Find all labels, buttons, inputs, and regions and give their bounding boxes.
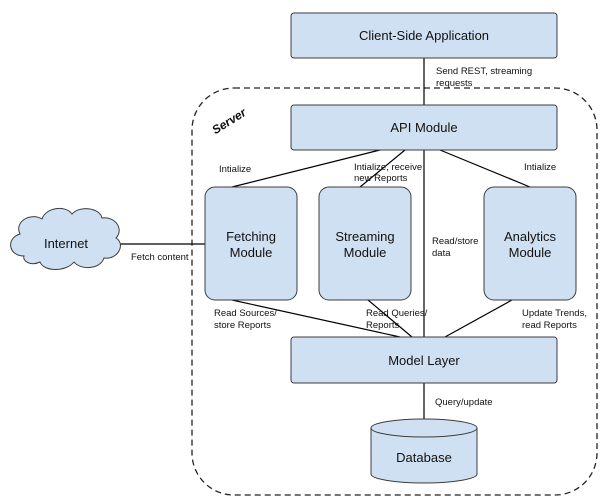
- streaming-module-box: [318, 186, 412, 301]
- analytics-module-label-2: Module: [509, 245, 552, 260]
- edge-streaming-model: [367, 299, 413, 338]
- database-cylinder: [370, 418, 478, 484]
- client-app-label: Client-Side Application: [359, 28, 489, 43]
- database-label: Database: [396, 450, 452, 465]
- analytics-module-box: [483, 186, 577, 301]
- edge-label-readstore-2: data: [432, 248, 451, 259]
- edge-label-fetch-content: Fetch content: [131, 252, 189, 263]
- edge-api-streaming: [359, 149, 406, 188]
- model-layer-label: Model Layer: [388, 353, 460, 368]
- edge-label-init-stream-2: new Reports: [354, 173, 408, 184]
- edge-fetching-model: [231, 299, 401, 338]
- internet-cloud: [10, 207, 121, 270]
- edge-label-init-fetch: Intialize: [219, 164, 251, 175]
- connectors: [119, 58, 531, 428]
- edge-label-query: Query/update: [435, 397, 493, 408]
- edge-label-rest-2: requests: [436, 78, 473, 89]
- internet-label: Internet: [44, 236, 88, 251]
- fetching-module-box: [204, 186, 298, 301]
- edge-label-readq-2: Reports: [366, 320, 400, 331]
- streaming-module-label-2: Module: [344, 245, 387, 260]
- streaming-module-label-1: Streaming: [335, 229, 394, 244]
- server-label: Server: [209, 105, 249, 137]
- edge-label-readsrc-2: store Reports: [214, 320, 271, 331]
- fetching-module-label-1: Fetching: [226, 229, 276, 244]
- edge-label-trends-2: read Reports: [522, 320, 577, 331]
- edge-label-init-stream-1: Intialize, receive: [354, 162, 422, 173]
- api-module-box: [290, 104, 558, 151]
- fetching-module-label-2: Module: [230, 245, 273, 260]
- model-layer-box: [290, 336, 558, 384]
- edge-label-init-analytics: Intialize: [524, 162, 556, 173]
- edge-label-readq-1: Read Queries/: [366, 308, 428, 319]
- edge-label-readstore-1: Read/store: [432, 236, 478, 247]
- edge-label-readsrc-1: Read Sources/: [214, 308, 277, 319]
- client-app-box: [290, 12, 558, 59]
- edge-api-analytics: [439, 149, 531, 188]
- analytics-module-label-1: Analytics: [504, 229, 557, 244]
- edge-analytics-model: [444, 299, 513, 338]
- api-module-label: API Module: [390, 120, 457, 135]
- server-boundary: [191, 87, 598, 496]
- edge-api-fetching: [231, 149, 381, 188]
- edge-label-trends-1: Update Trends,: [522, 308, 587, 319]
- edge-label-rest-1: Send REST, streaming: [436, 66, 532, 77]
